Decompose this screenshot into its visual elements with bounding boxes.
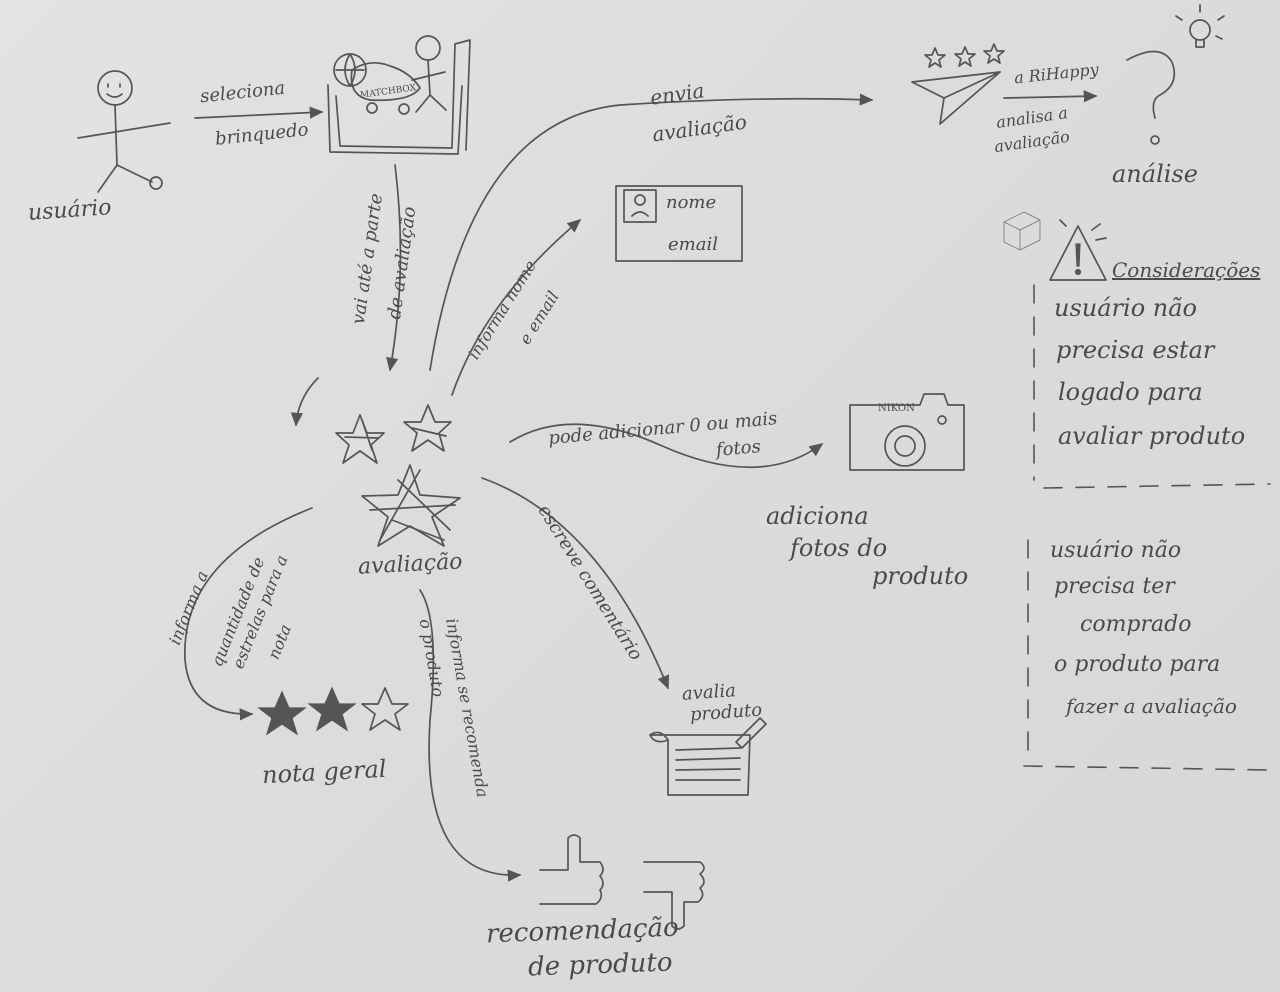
light-bulb-icon xyxy=(1175,4,1225,48)
review-product-line1: avalia xyxy=(681,680,737,705)
photos-label-line3: produto xyxy=(872,562,969,590)
edge-add-photos-line2: fotos xyxy=(715,436,762,461)
overall-rating-stars-icon xyxy=(257,686,409,736)
note2-line3: comprado xyxy=(1080,612,1192,637)
note1-line3: logado para xyxy=(1058,378,1203,406)
arrow-send-review xyxy=(429,93,874,371)
considerations-frame xyxy=(1023,284,1271,771)
arrow-inform-recommend xyxy=(419,589,522,882)
photos-label-line1: adiciona xyxy=(766,502,869,530)
review-paper-icon xyxy=(649,717,767,796)
note2-line1: usuário não xyxy=(1050,538,1182,563)
arrow-inform-name-email xyxy=(451,219,582,396)
note2-line5: fazer a avaliação xyxy=(1066,694,1237,718)
camera-brand: NIKON xyxy=(878,403,915,414)
arrow-analyze xyxy=(1003,90,1098,103)
cube-icon xyxy=(1003,211,1041,251)
note1-line4: avaliar produto xyxy=(1058,422,1246,450)
toy-box-icon xyxy=(327,35,471,155)
overall-rating-label: nota geral xyxy=(261,754,388,790)
considerations-title: Considerações xyxy=(1112,258,1261,282)
arrow-go-to-review xyxy=(386,164,402,372)
question-mark-icon xyxy=(1126,50,1176,145)
paper-plane-icon xyxy=(911,43,1005,125)
review-product-line2: produto xyxy=(689,699,763,726)
card-name-label: nome xyxy=(666,192,717,213)
camera-icon xyxy=(849,393,965,471)
name-email-card-icon xyxy=(615,185,743,262)
arrow-select-toy xyxy=(194,106,324,119)
arrow-add-photos xyxy=(509,423,824,469)
actor-label: usuário xyxy=(27,195,113,226)
review-center-label: avaliação xyxy=(357,549,464,580)
recommendation-line2: de produto xyxy=(527,947,673,983)
analysis-label: análise xyxy=(1112,160,1198,188)
arrow-inform-stars xyxy=(184,507,313,721)
card-email-label: email xyxy=(668,234,718,255)
recommendation-line1: recomendação xyxy=(485,912,680,950)
warning-icon xyxy=(1049,219,1107,281)
thumbs-icon xyxy=(539,834,705,930)
review-stars-icon xyxy=(335,404,461,547)
note1-line1: usuário não xyxy=(1054,294,1197,322)
note1-line2: precisa estar xyxy=(1056,336,1215,364)
stick-figure-icon xyxy=(77,70,171,193)
note2-line2: precisa ter xyxy=(1054,574,1175,599)
arrow-write-comment xyxy=(481,477,670,690)
photos-label-line2: fotos do xyxy=(790,534,888,562)
note2-line4: o produto para xyxy=(1054,652,1221,677)
arrow-small-hook xyxy=(290,377,319,427)
